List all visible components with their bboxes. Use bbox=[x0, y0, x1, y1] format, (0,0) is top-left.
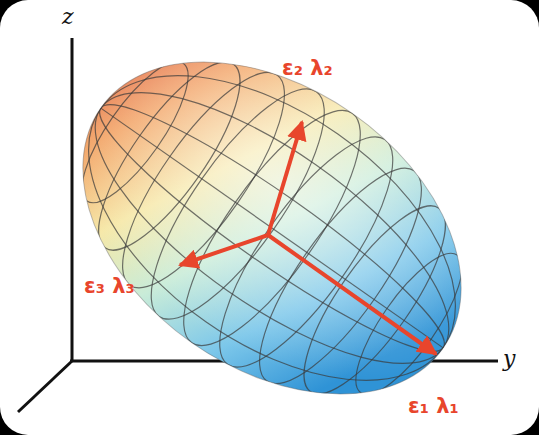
meridian-line bbox=[101, 45, 488, 348]
ellipsoid bbox=[20, 0, 523, 435]
meridian-line bbox=[101, 14, 509, 348]
meridian-line bbox=[57, 108, 444, 411]
meridian-line bbox=[101, 108, 443, 348]
axis-label: z bbox=[62, 6, 74, 28]
meridian-line bbox=[81, 108, 443, 376]
axis-label: y bbox=[503, 348, 515, 370]
meridian-line bbox=[35, 108, 443, 435]
vector-label: ε₂ λ₂ bbox=[282, 58, 333, 79]
vector-label: ε₃ λ₃ bbox=[84, 276, 135, 297]
meridian-line bbox=[101, 79, 463, 347]
eigenvector-arrows bbox=[180, 122, 436, 354]
vector-label: ε₁ λ₁ bbox=[408, 396, 459, 417]
